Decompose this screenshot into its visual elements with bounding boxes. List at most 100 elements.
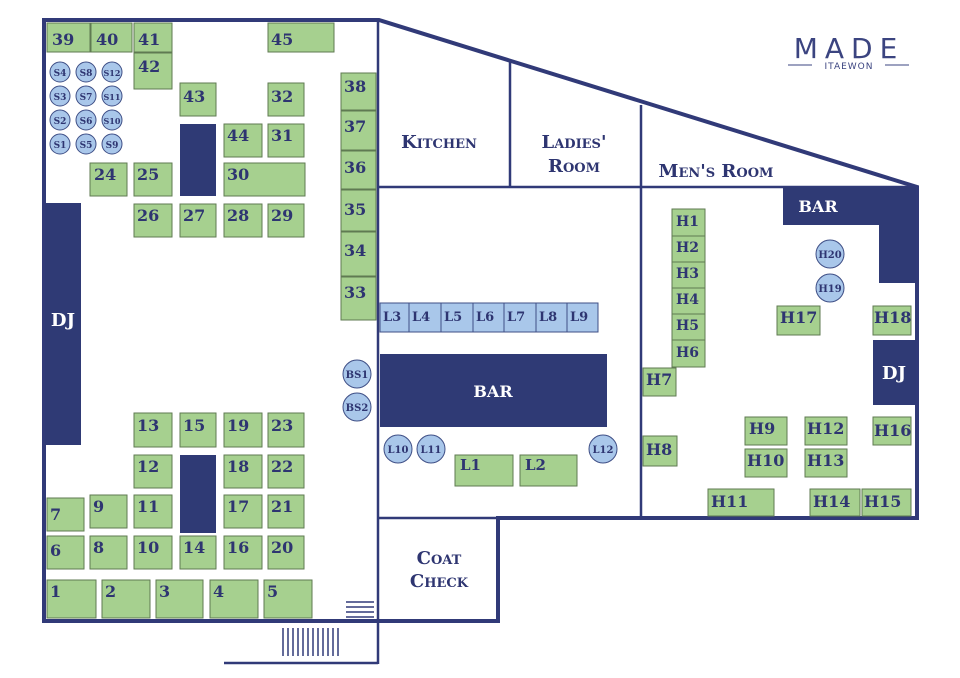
table-23[interactable]: 23 <box>267 412 305 448</box>
table-6[interactable]: 6 <box>46 535 85 570</box>
entrance-steps <box>282 628 339 656</box>
table-34[interactable]: 34 <box>340 231 377 277</box>
table-29[interactable]: 29 <box>267 203 305 238</box>
table-H7[interactable]: H7 <box>642 367 677 397</box>
table-H13[interactable]: H13 <box>804 448 848 478</box>
seat-L10[interactable]: L10 <box>383 434 413 464</box>
table-44[interactable]: 44 <box>223 123 263 158</box>
table-H3[interactable]: H3 <box>671 261 706 289</box>
svg-text:H11: H11 <box>711 492 748 511</box>
lounge-L5[interactable]: L5 <box>440 302 474 333</box>
seat-H20[interactable]: H20 <box>815 239 845 269</box>
table-L2[interactable]: L2 <box>519 454 578 487</box>
table-17[interactable]: 17 <box>223 494 263 529</box>
seat-S9[interactable]: S9 <box>101 133 123 155</box>
seat-S2[interactable]: S2 <box>49 109 71 131</box>
table-33[interactable]: 33 <box>340 276 377 321</box>
seat-S1[interactable]: S1 <box>49 133 71 155</box>
svg-text:7: 7 <box>50 505 61 524</box>
table-37[interactable]: 37 <box>340 110 377 151</box>
table-H15[interactable]: H15 <box>861 488 912 517</box>
table-22[interactable]: 22 <box>267 454 305 489</box>
table-1[interactable]: 1 <box>46 579 97 619</box>
table-H18[interactable]: H18 <box>872 305 912 336</box>
table-H14[interactable]: H14 <box>809 488 861 517</box>
table-45[interactable]: 45 <box>267 22 335 53</box>
table-12[interactable]: 12 <box>133 454 173 489</box>
table-H6[interactable]: H6 <box>671 339 706 368</box>
seat-S4[interactable]: S4 <box>49 61 71 83</box>
table-2[interactable]: 2 <box>101 579 151 619</box>
table-41[interactable]: 41 <box>133 22 173 53</box>
table-25[interactable]: 25 <box>133 162 173 197</box>
table-10[interactable]: 10 <box>133 535 173 570</box>
seat-S6[interactable]: S6 <box>75 109 97 131</box>
svg-text:H17: H17 <box>780 308 817 327</box>
seat-S8[interactable]: S8 <box>75 61 97 83</box>
table-21[interactable]: 21 <box>267 494 305 529</box>
table-7[interactable]: 7 <box>46 497 85 532</box>
table-H9[interactable]: H9 <box>744 416 788 446</box>
table-5[interactable]: 5 <box>263 579 313 619</box>
table-30[interactable]: 30 <box>223 162 306 197</box>
table-31[interactable]: 31 <box>267 123 305 158</box>
seat-BS1[interactable]: BS1 <box>342 359 372 389</box>
table-9[interactable]: 9 <box>89 494 128 529</box>
seat-S11[interactable]: S11 <box>101 85 123 107</box>
table-14[interactable]: 14 <box>179 535 217 570</box>
lounge-L7[interactable]: L7 <box>503 302 537 333</box>
table-32[interactable]: 32 <box>267 82 305 117</box>
seat-H19[interactable]: H19 <box>815 273 845 303</box>
table-11[interactable]: 11 <box>133 494 173 529</box>
table-H5[interactable]: H5 <box>671 313 706 341</box>
svg-text:S6: S6 <box>80 117 93 127</box>
table-20[interactable]: 20 <box>267 535 305 570</box>
seat-BS2[interactable]: BS2 <box>342 392 372 422</box>
table-38[interactable]: 38 <box>340 72 377 111</box>
table-16[interactable]: 16 <box>223 535 263 570</box>
table-28[interactable]: 28 <box>223 203 263 238</box>
table-18[interactable]: 18 <box>223 454 263 489</box>
table-27[interactable]: 27 <box>179 203 217 238</box>
svg-text:1: 1 <box>50 582 61 601</box>
table-24[interactable]: 24 <box>89 162 128 197</box>
table-39[interactable]: 39 <box>46 22 91 53</box>
svg-text:H7: H7 <box>646 370 672 389</box>
table-H17[interactable]: H17 <box>776 305 821 336</box>
seat-S3[interactable]: S3 <box>49 85 71 107</box>
lounge-L8[interactable]: L8 <box>535 302 568 333</box>
lounge-L4[interactable]: L4 <box>408 302 442 333</box>
table-H4[interactable]: H4 <box>671 287 706 315</box>
seat-S7[interactable]: S7 <box>75 85 97 107</box>
seat-S12[interactable]: S12 <box>101 61 123 83</box>
table-35[interactable]: 35 <box>340 189 377 232</box>
table-H10[interactable]: H10 <box>744 448 788 478</box>
seat-L12[interactable]: L12 <box>588 434 618 464</box>
table-36[interactable]: 36 <box>340 150 377 190</box>
seat-S5[interactable]: S5 <box>75 133 97 155</box>
table-42[interactable]: 42 <box>133 52 173 90</box>
table-40[interactable]: 40 <box>90 22 133 53</box>
table-19[interactable]: 19 <box>223 412 263 448</box>
table-8[interactable]: 8 <box>89 535 128 570</box>
lounge-L6[interactable]: L6 <box>472 302 505 333</box>
lounge-L3[interactable]: L3 <box>379 302 410 333</box>
table-H8[interactable]: H8 <box>642 435 678 467</box>
lounge-L9[interactable]: L9 <box>566 302 599 333</box>
table-L1[interactable]: L1 <box>454 454 514 487</box>
seat-S10[interactable]: S10 <box>101 109 123 131</box>
table-43[interactable]: 43 <box>179 82 217 117</box>
svg-text:H4: H4 <box>676 292 699 308</box>
seat-L11[interactable]: L11 <box>416 434 446 464</box>
table-H2[interactable]: H2 <box>671 235 706 263</box>
table-26[interactable]: 26 <box>133 203 173 238</box>
table-H11[interactable]: H11 <box>707 488 775 517</box>
table-3[interactable]: 3 <box>155 579 204 619</box>
table-15[interactable]: 15 <box>179 412 217 448</box>
table-H1[interactable]: H1 <box>671 208 706 237</box>
table-4[interactable]: 4 <box>209 579 259 619</box>
table-H16[interactable]: H16 <box>872 416 912 446</box>
table-13[interactable]: 13 <box>133 412 173 448</box>
coat-check-label-line1: Coat <box>417 548 462 569</box>
table-H12[interactable]: H12 <box>804 416 848 446</box>
